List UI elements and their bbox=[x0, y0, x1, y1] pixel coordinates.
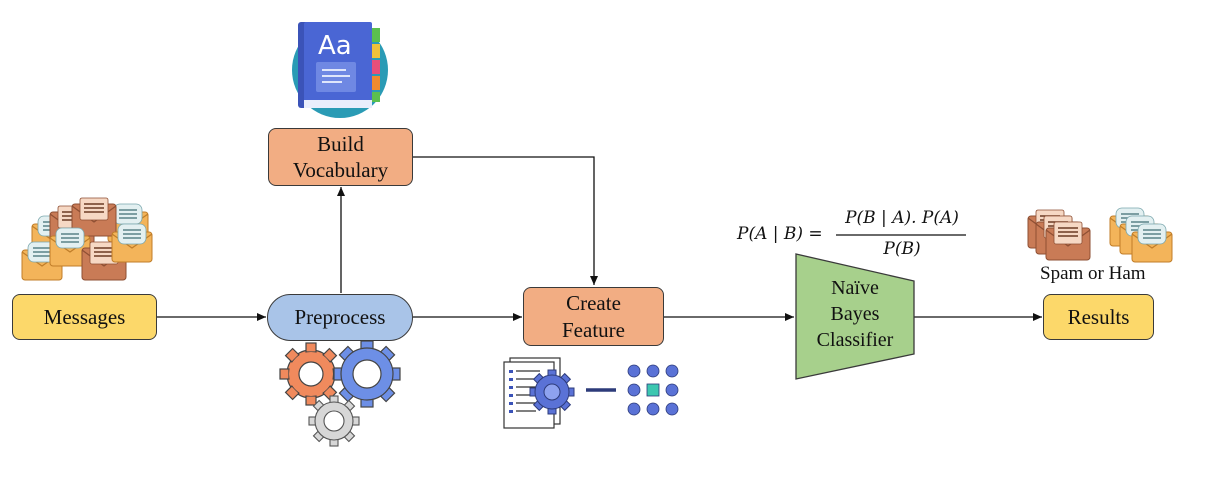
spam-or-ham-label: Spam or Ham bbox=[1040, 263, 1146, 284]
create-feature-label-line2: Feature bbox=[562, 317, 625, 342]
messages-label: Messages bbox=[43, 304, 126, 329]
classifier-label-line2: Bayes bbox=[830, 303, 880, 325]
gears-icon bbox=[279, 340, 401, 447]
create-feature-node: Create Feature bbox=[523, 287, 664, 346]
svg-text:Aa: Aa bbox=[318, 31, 352, 61]
results-label: Results bbox=[1067, 304, 1130, 329]
create-feature-label-line1: Create bbox=[566, 291, 621, 316]
envelopes-icon bbox=[21, 197, 153, 281]
formula-numerator: P(B | A). P(A) bbox=[845, 208, 959, 228]
arrow-vocabulary-createfeature bbox=[413, 156, 598, 285]
build-vocabulary-node: Build Vocabulary bbox=[268, 128, 413, 186]
formula-lhs: P(A | B) = bbox=[737, 224, 823, 244]
results-node: Results bbox=[1043, 294, 1154, 340]
dictionary-book-icon: Aa bbox=[292, 22, 388, 118]
preprocess-node: Preprocess bbox=[267, 294, 413, 341]
classifier-label: Naïve Bayes Classifier bbox=[796, 275, 914, 353]
classifier-label-line3: Classifier bbox=[816, 329, 894, 351]
formula-denominator: P(B) bbox=[883, 239, 921, 259]
messages-node: Messages bbox=[12, 294, 157, 340]
build-vocabulary-label-line2: Vocabulary bbox=[292, 158, 389, 182]
classifier-label-line1: Naïve bbox=[831, 277, 879, 299]
classifier-trapezoid bbox=[795, 253, 915, 380]
document-gear-matrix-icon bbox=[503, 357, 679, 429]
preprocess-label: Preprocess bbox=[294, 305, 386, 330]
build-vocabulary-label-line1: Build bbox=[317, 131, 364, 156]
envelopes-icon bbox=[1027, 207, 1173, 263]
